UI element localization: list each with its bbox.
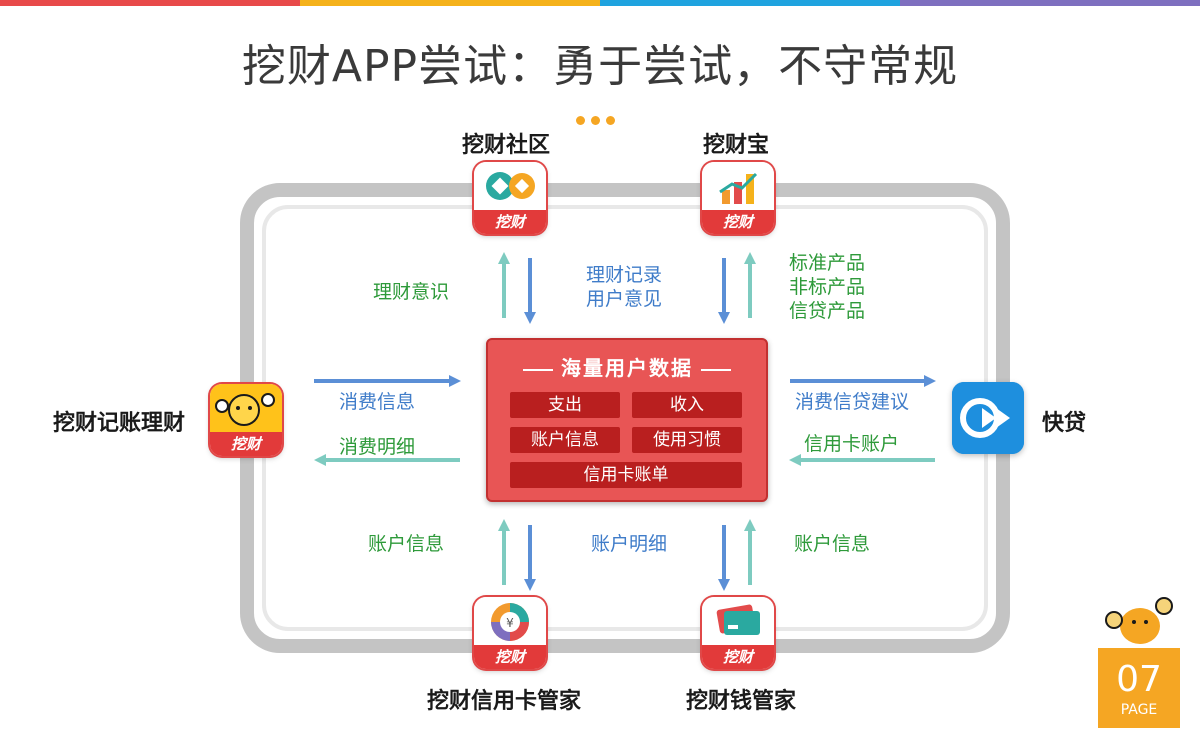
node-label-creditcard: 挖财信用卡管家 <box>427 689 582 714</box>
data-cell-income: 收入 <box>632 392 742 418</box>
page-label: PAGE <box>1120 702 1158 718</box>
flow-label-account-info-right: 账户信息 <box>794 533 871 555</box>
icon-badge: 挖财 <box>702 645 774 669</box>
yuan-pie-icon: ¥ <box>491 603 529 641</box>
cards-icon <box>716 604 760 635</box>
community-app-icon[interactable]: 挖财 <box>474 162 546 234</box>
mascot-icon <box>215 393 275 426</box>
node-label-kuaidai: 快贷 <box>1042 411 1087 436</box>
stripe-red <box>0 0 300 6</box>
flow-label-credit-advice: 消费信贷建议 <box>795 391 910 413</box>
flow-label-credit-card-account: 信用卡账户 <box>804 433 900 455</box>
user-data-title: 海量用户数据 <box>488 352 766 381</box>
icon-badge: 挖财 <box>474 210 546 234</box>
growth-chart-icon <box>719 172 758 204</box>
title-dots <box>576 110 621 129</box>
flow-label-products: 标准产品 非标产品 信贷产品 <box>789 252 866 322</box>
page-indicator: 07 PAGE <box>1098 648 1180 728</box>
kuaidai-app-icon[interactable] <box>952 382 1024 454</box>
bookkeeping-app-icon[interactable]: 挖财 <box>210 384 282 456</box>
mascot-corner-icon <box>1105 597 1173 644</box>
flow-label-consumption-info: 消费信息 <box>339 391 416 413</box>
data-cell-usage-habits: 使用习惯 <box>632 427 742 453</box>
stripe-yellow <box>300 0 600 6</box>
node-label-bao: 挖财宝 <box>703 133 770 158</box>
icon-badge: 挖财 <box>210 432 282 456</box>
fast-forward-icon <box>952 382 1024 454</box>
node-label-community: 挖财社区 <box>462 133 551 158</box>
creditcard-app-icon[interactable]: ¥ 挖财 <box>474 597 546 669</box>
data-cell-credit-card-bill: 信用卡账单 <box>510 462 742 488</box>
icon-badge: 挖财 <box>702 210 774 234</box>
page-title: 挖财APP尝试：勇于尝试，不守常规 <box>241 41 959 92</box>
stripe-blue <box>600 0 900 6</box>
icon-badge: 挖财 <box>474 645 546 669</box>
flow-label-account-info-left: 账户信息 <box>368 533 445 555</box>
flow-label-finance-awareness: 理财意识 <box>373 281 450 303</box>
user-data-box: 海量用户数据 支出 收入 账户信息 使用习惯 信用卡账单 <box>486 338 768 502</box>
page-number: 07 <box>1116 659 1162 700</box>
flow-label-account-detail: 账户明细 <box>591 533 668 555</box>
flow-label-records-feedback: 理财记录 用户意见 <box>586 264 663 310</box>
node-label-bookkeeping: 挖财记账理财 <box>53 411 186 436</box>
user-data-title-text: 海量用户数据 <box>561 356 693 380</box>
stripe-purple <box>900 0 1200 6</box>
node-label-wallet: 挖财钱管家 <box>686 689 797 714</box>
wallet-app-icon[interactable]: 挖财 <box>702 597 774 669</box>
bao-app-icon[interactable]: 挖财 <box>702 162 774 234</box>
data-cell-account-info: 账户信息 <box>510 427 620 453</box>
chat-bubbles-icon <box>486 172 535 200</box>
data-cell-expense: 支出 <box>510 392 620 418</box>
flow-label-consumption-detail: 消费明细 <box>339 436 416 458</box>
svg-text:¥: ¥ <box>506 616 514 630</box>
